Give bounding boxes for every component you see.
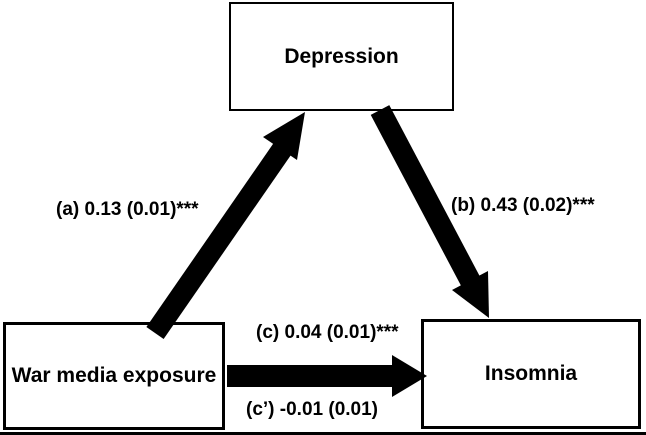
node-insomnia-label: Insomnia bbox=[484, 362, 578, 385]
node-insomnia: Insomnia bbox=[421, 319, 641, 429]
node-war-media-exposure-label: War media exposure bbox=[11, 364, 217, 387]
path-c-coefficient-label: (c) 0.04 (0.01)*** bbox=[256, 322, 399, 343]
path-b-coefficient-label: (b) 0.43 (0.02)*** bbox=[451, 195, 595, 216]
path-a-coefficient-label: (a) 0.13 (0.01)*** bbox=[56, 199, 199, 220]
path-c-prime-coefficient-label: (c’) -0.01 (0.01) bbox=[246, 399, 378, 420]
node-war-media-exposure: War media exposure bbox=[3, 322, 225, 430]
node-depression-label: Depression bbox=[284, 44, 399, 68]
path-a-arrow bbox=[146, 112, 305, 339]
bottom-border-line bbox=[0, 432, 646, 435]
path-c-arrow bbox=[227, 355, 427, 397]
node-depression: Depression bbox=[229, 2, 454, 111]
